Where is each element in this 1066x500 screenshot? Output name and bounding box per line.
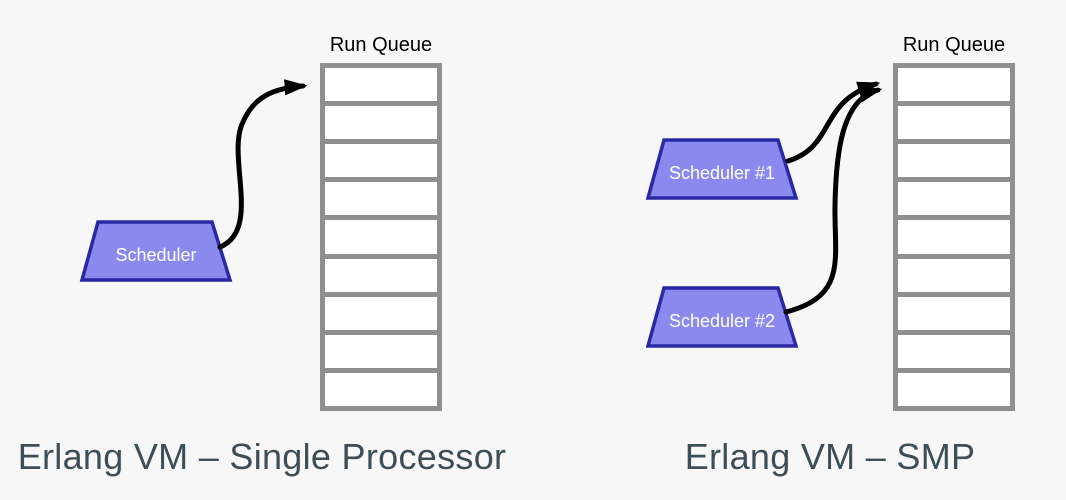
run-queue <box>893 63 1015 411</box>
scheduler-2-trapezoid: Scheduler #2 <box>645 286 799 348</box>
caption-smp: Erlang VM – SMP <box>684 436 976 477</box>
scheduler-1-trapezoid: Scheduler #1 <box>645 138 799 200</box>
arrow-scheduler1-to-queue <box>785 81 881 164</box>
scheduler-shape <box>79 220 233 282</box>
caption-single-processor: Erlang VM – Single Processor <box>17 436 507 477</box>
queue-cell <box>325 220 437 254</box>
queue-cell <box>898 144 1010 178</box>
queue-cell <box>898 106 1010 140</box>
scheduler-trapezoid: Scheduler <box>79 220 233 282</box>
queue-cell <box>898 258 1010 292</box>
queue-cell <box>898 372 1010 406</box>
queue-cell <box>325 372 437 406</box>
queue-cell <box>325 258 437 292</box>
queue-cell <box>898 68 1010 102</box>
queue-cell <box>325 296 437 330</box>
queue-cell <box>325 106 437 140</box>
queue-cell <box>898 334 1010 368</box>
scheduler-2-label: Scheduler #2 <box>669 311 775 331</box>
scheduler-1-label: Scheduler #1 <box>669 163 775 183</box>
queue-cell <box>898 182 1010 216</box>
scheduler-2-shape <box>645 286 799 348</box>
queue-cell <box>325 182 437 216</box>
queue-cell <box>898 220 1010 254</box>
run-queue-label: Run Queue <box>329 34 433 56</box>
queue-cell <box>898 296 1010 330</box>
arrow-scheduler2-to-queue <box>783 86 883 315</box>
scheduler-label: Scheduler <box>115 245 196 265</box>
queue-cell <box>325 334 437 368</box>
queue-cell <box>325 68 437 102</box>
queue-cell <box>325 144 437 178</box>
run-queue <box>320 63 442 411</box>
run-queue-label: Run Queue <box>902 34 1006 56</box>
